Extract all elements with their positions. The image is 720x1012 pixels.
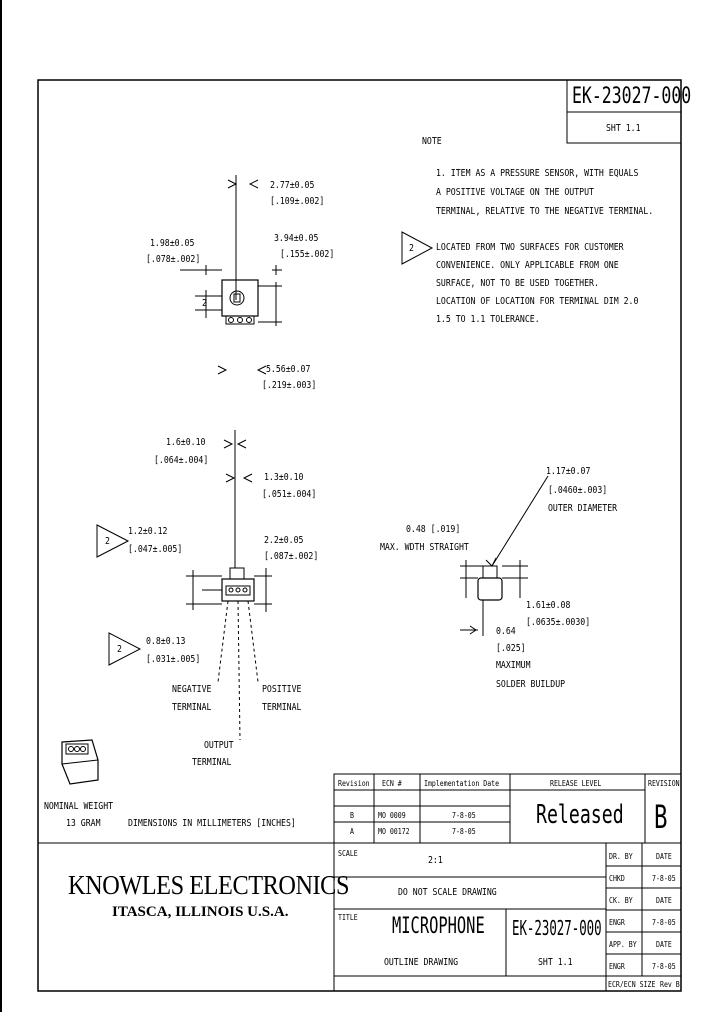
header-sheet: SHT 1.1 — [606, 123, 641, 134]
note2-line1: LOCATED FROM TWO SURFACES FOR CUSTOMER — [436, 242, 624, 253]
front-flag-1: 2 — [105, 536, 110, 547]
release-level-value: Released — [536, 800, 624, 830]
front-dim-2-in: [.051±.004] — [262, 489, 317, 500]
front-dim-1-mm: 1.6±0.10 — [166, 437, 206, 448]
revision-label: REVISION — [648, 779, 680, 788]
note2-line5: 1.5 TO 1.1 TOLERANCE. — [436, 314, 540, 325]
front-flag-2: 2 — [117, 644, 122, 655]
front-dim-1-in: [.064±.004] — [154, 455, 209, 466]
negative-terminal-label-2: TERMINAL — [172, 702, 212, 713]
note1-line1: 1. ITEM AS A PRESSURE SENSOR, WITH EQUAL… — [436, 168, 639, 179]
top-dim-2-in: [.078±.002] — [146, 254, 201, 265]
weight-label: NOMINAL WEIGHT — [44, 801, 114, 812]
rev-row1-revision: B — [350, 811, 354, 820]
top-dim-1-in: [.109±.002] — [270, 196, 325, 207]
top-dim-4-in: [.219±.003] — [262, 380, 317, 391]
note2-line3: SURFACE, NOT TO BE USED TOGETHER. — [436, 278, 599, 289]
scale-value: 2:1 — [428, 855, 443, 866]
top-flag: 2 — [202, 298, 207, 309]
drawing-subtitle: OUTLINE DRAWING — [384, 957, 459, 968]
output-terminal-label-1: OUTPUT — [204, 740, 234, 751]
rev-header-date: Implementation Date — [424, 779, 500, 788]
page-left-edge — [0, 0, 2, 1012]
dimensions-note: DIMENSIONS IN MILLIMETERS [INCHES] — [128, 818, 296, 829]
side-dim-1-in: [.0460±.003] — [548, 485, 608, 496]
sign-date-4: 7-8-05 — [652, 918, 676, 927]
side-dim-1-mm: 1.17±0.07 — [546, 466, 591, 477]
positive-terminal-label-1: POSITIVE — [262, 684, 302, 695]
sign-date-6: 7-8-05 — [652, 962, 676, 971]
side-dim-4-mm: 0.64 — [496, 626, 516, 637]
front-dim-3-in: [.047±.005] — [128, 544, 183, 555]
note1-line3: TERMINAL, RELATIVE TO THE NEGATIVE TERMI… — [436, 206, 654, 217]
note1-line2: A POSITIVE VOLTAGE ON THE OUTPUT — [436, 187, 594, 198]
side-dim-1-note: OUTER DIAMETER — [548, 503, 618, 514]
negative-terminal-label-1: NEGATIVE — [172, 684, 212, 695]
rev-row2-date: 7-8-05 — [452, 827, 476, 836]
side-dim-3-mm: 1.61±0.08 — [526, 600, 571, 611]
title-sheet: SHT 1.1 — [538, 957, 573, 968]
sign-date-1: DATE — [656, 852, 672, 861]
sign-role-4: ENGR — [609, 918, 625, 927]
rev-row2-ecn: MO 00172 — [378, 827, 410, 836]
title-label: TITLE — [338, 913, 358, 922]
revision-value: B — [654, 798, 668, 836]
top-dim-1-mm: 2.77±0.05 — [270, 180, 315, 191]
side-dim-4-note-1: MAXIMUM — [496, 660, 531, 671]
top-dim-4-mm: 5.56±0.07 — [266, 364, 311, 375]
scale-label: SCALE — [338, 849, 358, 858]
sign-role-3: CK. BY — [609, 896, 633, 905]
drawing-title: MICROPHONE — [392, 914, 485, 939]
top-dim-3-in: [.155±.002] — [280, 249, 335, 260]
sign-date-5: DATE — [656, 940, 672, 949]
top-dim-3-mm: 3.94±0.05 — [274, 233, 319, 244]
rev-row1-ecn: MO 0009 — [378, 811, 406, 820]
front-dim-4-mm: 2.2±0.05 — [264, 535, 304, 546]
sign-role-6: ENGR — [609, 962, 625, 971]
footer-right: Rev B — [660, 980, 680, 989]
header-doc-number: EK-23027-000 — [572, 84, 692, 109]
footer-left: ECR/ECN SIZE — [608, 980, 656, 989]
side-dim-4-note-2: SOLDER BUILDUP — [496, 679, 566, 690]
sign-role-1: DR. BY — [609, 852, 633, 861]
front-dim-3-mm: 1.2±0.12 — [128, 526, 168, 537]
rev-header-ecn: ECN # — [382, 779, 402, 788]
side-dim-3-in: [.0635±.0030] — [526, 617, 591, 628]
sign-date-3: DATE — [656, 896, 672, 905]
weight-value: 13 GRAM — [66, 818, 101, 829]
company-location: ITASCA, ILLINOIS U.S.A. — [112, 904, 289, 920]
company-name: KNOWLES ELECTRONICS — [68, 870, 350, 900]
top-dim-2-mm: 1.98±0.05 — [150, 238, 195, 249]
front-dim-2-mm: 1.3±0.10 — [264, 472, 304, 483]
positive-terminal-label-2: TERMINAL — [262, 702, 302, 713]
rev-row2-revision: A — [350, 827, 354, 836]
rev-row1-date: 7-8-05 — [452, 811, 476, 820]
front-dim-4-in: [.087±.002] — [264, 551, 319, 562]
side-dim-2-value: 0.48 [.019] — [406, 524, 461, 535]
note2-flag-number: 2 — [409, 243, 414, 254]
do-not-scale: DO NOT SCALE DRAWING — [398, 887, 497, 898]
front-dim-5-mm: 0.8±0.13 — [146, 636, 186, 647]
notes-title: NOTE — [422, 136, 442, 147]
side-dim-4-in: [.025] — [496, 643, 526, 654]
title-doc-number: EK-23027-000 — [512, 916, 602, 940]
note2-line4: LOCATION OF LOCATION FOR TERMINAL DIM 2.… — [436, 296, 639, 307]
rev-header-revision: Revision — [338, 779, 370, 788]
sign-date-2: 7-8-05 — [652, 874, 676, 883]
release-level-label: RELEASE LEVEL — [550, 779, 602, 788]
output-terminal-label-2: TERMINAL — [192, 757, 232, 768]
sign-role-2: CHKD — [609, 874, 625, 883]
note2-line2: CONVENIENCE. ONLY APPLICABLE FROM ONE — [436, 260, 619, 271]
sign-role-5: APP. BY — [609, 940, 637, 949]
side-dim-2-note: MAX. WDTH STRAIGHT — [380, 542, 469, 553]
front-dim-5-in: [.031±.005] — [146, 654, 201, 665]
